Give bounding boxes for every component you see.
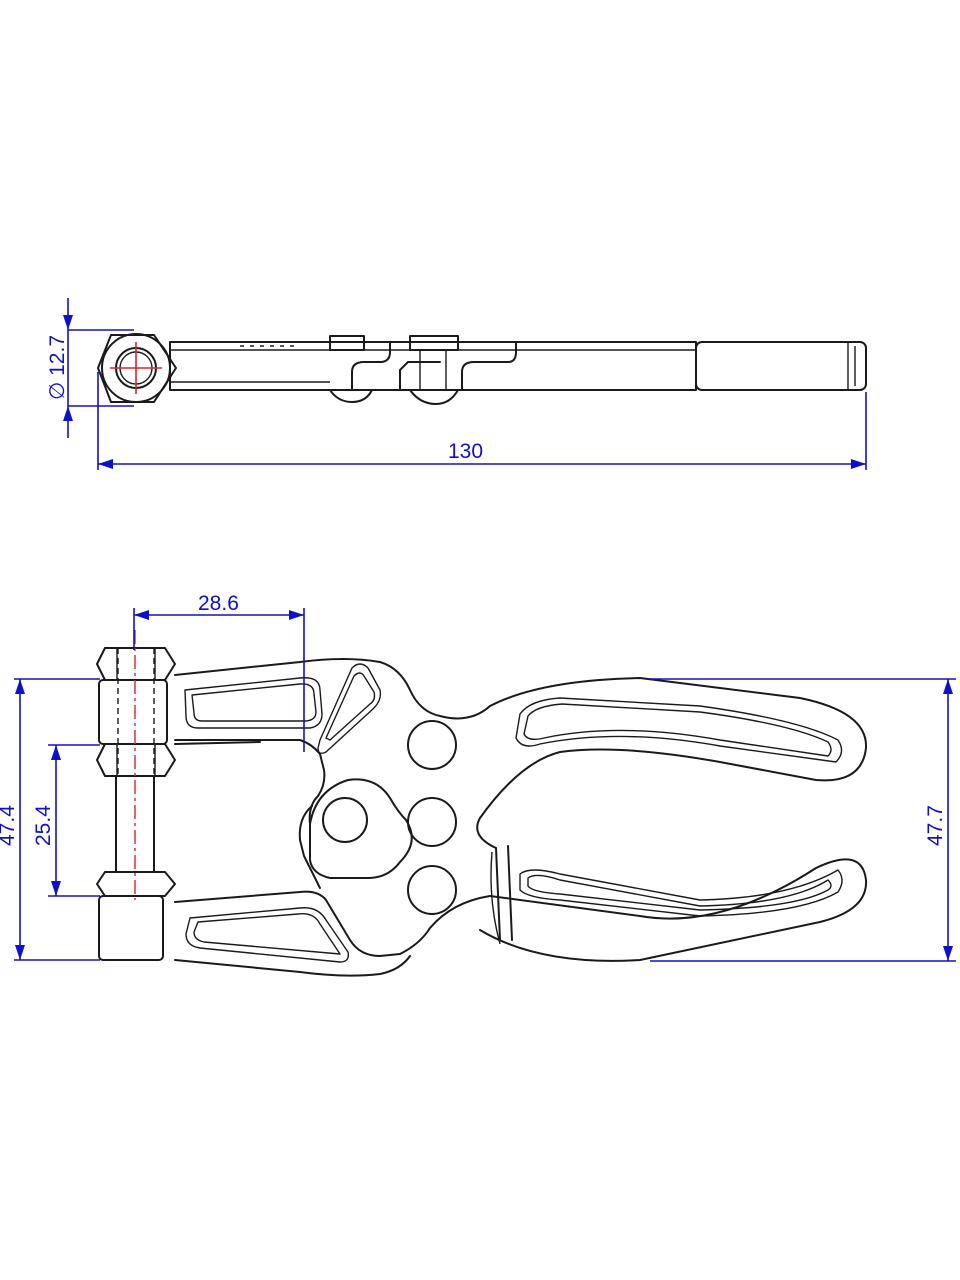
spindle-height-label: 47.4 (0, 805, 19, 846)
overall-length-label: 130 (448, 440, 483, 463)
upper-jaw (174, 658, 868, 847)
side-view-clamp-body (169, 341, 867, 391)
front-view: 28.6 47.4 25.4 47.7 (0, 592, 956, 977)
side-view: ∅ 12.7 130 (46, 298, 867, 470)
side-view-pivot-links (240, 335, 517, 405)
overall-length-dimension: 130 (97, 372, 867, 470)
spindle-spacing-label: 25.4 (32, 805, 55, 846)
center-link (309, 778, 513, 945)
dim-spindle-offset: 28.6 (133, 592, 305, 752)
handle-height-label: 47.7 (924, 805, 947, 846)
dim-spindle-height: 47.4 (0, 678, 100, 961)
spindle-assembly (96, 630, 176, 961)
spindle-offset-label: 28.6 (198, 592, 239, 615)
lower-jaw (174, 805, 868, 977)
side-view-hex-nut (97, 333, 177, 403)
diameter-dimension: ∅ 12.7 (46, 298, 134, 438)
dim-spindle-spacing: 25.4 (32, 744, 100, 897)
dim-handle-height: 47.7 (650, 678, 956, 962)
diameter-dimension-label: ∅ 12.7 (46, 335, 69, 400)
